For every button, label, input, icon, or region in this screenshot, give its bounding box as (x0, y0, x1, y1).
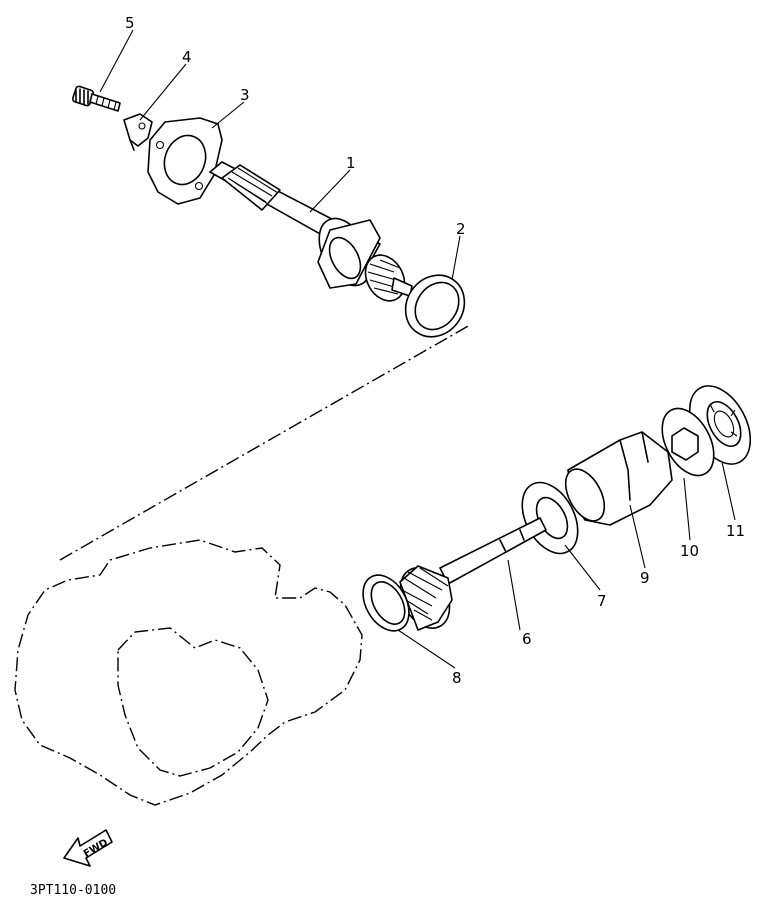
part-label-11: 11 (726, 522, 745, 540)
part-label-6: 6 (522, 630, 532, 648)
part-label-8: 8 (452, 669, 462, 687)
part-label-9: 9 (640, 569, 650, 587)
drawing-code: 3PT110-0100 (30, 883, 116, 898)
engine-outline (14, 324, 471, 806)
part-label-3: 3 (240, 86, 250, 104)
driven-shaft (399, 517, 547, 631)
part-label-10: 10 (680, 542, 699, 560)
collar-housing (564, 431, 673, 526)
part-labels: 5 4 3 1 2 6 7 8 9 10 11 (125, 14, 745, 687)
leader-lines (99, 29, 736, 669)
part-label-4: 4 (182, 48, 192, 66)
part-label-1: 1 (346, 154, 356, 172)
part-label-5: 5 (125, 14, 135, 32)
part-label-2: 2 (456, 220, 466, 238)
forward-direction-arrow: FWD (63, 829, 113, 867)
part-label-7: 7 (597, 592, 607, 610)
drive-shaft (209, 161, 413, 302)
circlip-8 (362, 574, 410, 632)
bolt (71, 85, 121, 112)
circlip-ring (404, 274, 466, 338)
gasket-plate (147, 117, 223, 205)
bracket (123, 113, 153, 151)
